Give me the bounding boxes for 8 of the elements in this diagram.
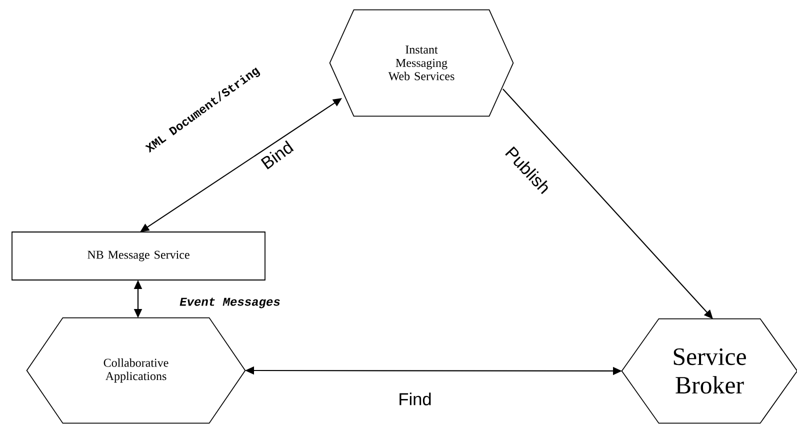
edge-label: Event Messages — [180, 298, 280, 308]
hexagon-node: Collaborative Applications — [26, 317, 246, 424]
operation-label: Bind — [260, 140, 294, 170]
hexagon-node: Instant Messaging Web Services — [329, 9, 514, 117]
hexagon-node: Service Broker — [621, 318, 797, 424]
edge-label: Find — [400, 392, 431, 406]
arrow — [502, 88, 713, 319]
process-box: NB Message Service — [12, 232, 266, 280]
